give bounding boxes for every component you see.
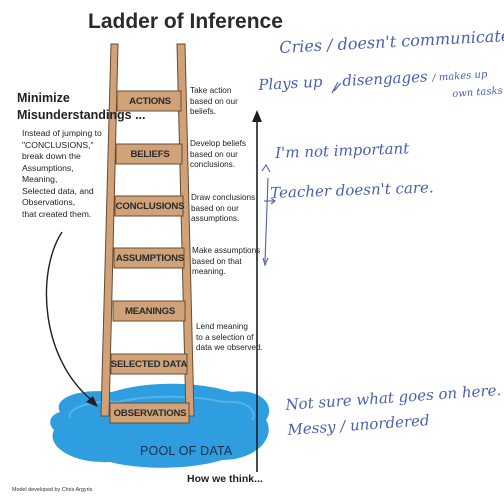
desc-line: Develop beliefs	[190, 139, 246, 148]
desc-line: conclusions.	[190, 160, 236, 170]
rung-conclusions: CONCLUSIONS	[115, 200, 185, 212]
instruction-line: "CONCLUSIONS,"	[22, 139, 94, 150]
desc-conclusions: Draw conclusions based on our assumption…	[191, 193, 255, 225]
instruction-line: break down the	[22, 151, 81, 161]
instruction-line: Assumptions,	[22, 162, 74, 173]
desc-line: based on our	[190, 96, 238, 106]
desc-line: to a selection of	[196, 332, 254, 342]
desc-line: Draw conclusions	[191, 193, 256, 202]
desc-line: based on our	[191, 203, 239, 213]
desc-line: data we observed.	[196, 343, 263, 353]
rung-meanings: MEANINGS	[124, 305, 176, 317]
instruction-line: Selected data, and	[22, 185, 94, 196]
pool-of-data-label: POOL OF DATA	[140, 444, 233, 458]
jump-arrow	[45, 231, 98, 407]
desc-assumptions: Make assumptions based on that meaning.	[192, 246, 260, 278]
minimize-heading-line2: Misunderstandings ...	[17, 108, 146, 122]
desc-line: meaning.	[192, 267, 226, 277]
ladder	[100, 43, 195, 424]
rung-observations: OBSERVATIONS	[113, 407, 187, 419]
desc-line: Take action	[190, 86, 232, 95]
instruction-line: Observations,	[22, 197, 76, 207]
model-credit: Model developed by Chris Argyris	[12, 487, 93, 493]
rung-beliefs: BELIEFS	[130, 148, 170, 160]
instruction-line: Instead of jumping to	[22, 128, 102, 138]
how-we-think-arrow	[252, 110, 262, 472]
desc-actions: Take action based on our beliefs.	[190, 86, 238, 118]
desc-beliefs: Develop beliefs based on our conclusions…	[190, 139, 246, 171]
handwritten-bracket	[261, 163, 276, 267]
handwritten-note-plays-up: Plays up	[257, 72, 323, 94]
rung-actions: ACTIONS	[129, 95, 171, 107]
how-we-think-label: How we think...	[187, 473, 263, 485]
rung-selected-data: SELECTED DATA	[110, 358, 188, 370]
desc-meanings: Lend meaning to a selection of data we o…	[196, 322, 263, 354]
diagram-title: Ladder of Inference	[88, 10, 283, 33]
minimize-instructions: Instead of jumping to "CONCLUSIONS," bre…	[22, 128, 118, 220]
rung-assumptions: ASSUMPTIONS	[115, 252, 185, 264]
desc-line: beliefs.	[190, 107, 216, 117]
instruction-line: Meaning,	[22, 174, 58, 184]
desc-line: based on our	[190, 149, 238, 159]
minimize-heading-line1: Minimize	[17, 91, 70, 105]
desc-line: assumptions.	[191, 214, 240, 224]
desc-line: based on that	[192, 256, 242, 266]
desc-line: Lend meaning	[196, 322, 248, 331]
instruction-line: that created them.	[22, 208, 92, 219]
handwritten-note-disengages: disengages	[341, 67, 429, 90]
minimize-heading: Minimize Misunderstandings ...	[17, 90, 146, 124]
desc-line: Make assumptions	[192, 246, 261, 255]
